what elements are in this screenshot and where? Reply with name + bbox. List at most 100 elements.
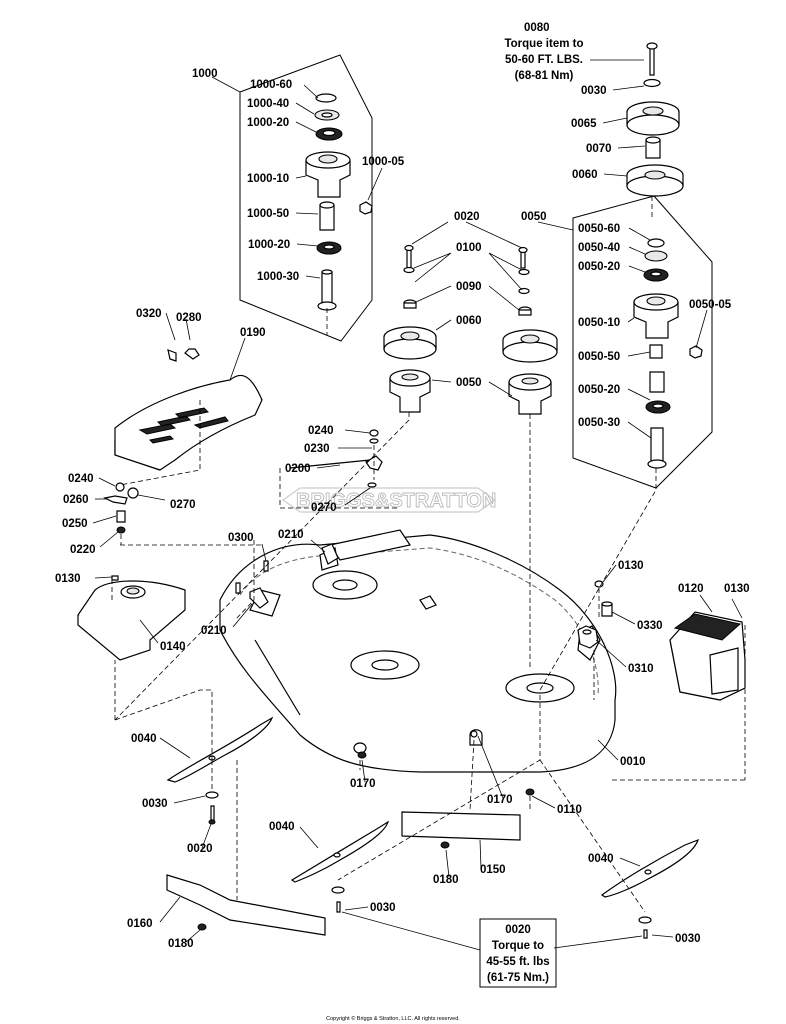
- label-0060-mid: 0060: [456, 315, 482, 327]
- label-0330: 0330: [637, 620, 663, 632]
- label-0020-top: 0020: [454, 211, 480, 223]
- label-0320: 0320: [136, 308, 162, 320]
- label-0050-50: 0050-50: [578, 351, 620, 363]
- label-0050-40: 0050-40: [578, 242, 620, 254]
- label-0170-mid: 0170: [487, 794, 513, 806]
- leader-lines: [92, 59, 743, 951]
- label-0030-mid: 0030: [370, 902, 396, 914]
- torque-note-0080-line3: (68-81 Nm): [515, 70, 574, 82]
- torque-note-0080-line1: Torque item to: [504, 38, 583, 50]
- label-1000-40: 1000-40: [247, 98, 289, 110]
- label-0300: 0300: [228, 532, 254, 544]
- label-0020-left: 0020: [187, 843, 213, 855]
- label-1000-30: 1000-30: [257, 271, 299, 283]
- label-0160: 0160: [127, 918, 153, 930]
- label-1000-50: 1000-50: [247, 208, 289, 220]
- torque-note-0080: Torque item to 50-60 FT. LBS. (68-81 Nm): [504, 38, 583, 82]
- spindle-housing-1000-10: [305, 159, 351, 198]
- blade-left: [166, 716, 274, 783]
- label-0240-left: 0240: [68, 473, 94, 485]
- belt-cover-0190: [114, 348, 263, 471]
- label-0280: 0280: [176, 312, 202, 324]
- label-0310: 0310: [628, 663, 654, 675]
- deck-housing-0010: [219, 529, 617, 773]
- label-0270-mid: 0270: [311, 502, 337, 514]
- blades-0040: [166, 716, 699, 898]
- label-0050-mid: 0050: [456, 377, 482, 389]
- baffles: [166, 811, 521, 936]
- torque-note-0020-line3: (61-75 Nm.): [487, 972, 549, 984]
- pulley-stack-right: [626, 42, 684, 218]
- label-0150: 0150: [480, 864, 506, 876]
- spindle-assembly-1000: [239, 54, 373, 342]
- label-0190: 0190: [240, 327, 266, 339]
- label-0210-top: 0210: [278, 529, 304, 541]
- label-1000-10: 1000-10: [247, 173, 289, 185]
- label-0200: 0200: [285, 463, 311, 475]
- label-0270-left: 0270: [170, 499, 196, 511]
- label-0220: 0220: [70, 544, 96, 556]
- bracket-hardware-right: [235, 543, 613, 649]
- torque-note-0020: 0020 Torque to 45-55 ft. lbs (61-75 Nm.): [479, 918, 557, 988]
- torque-note-0020-line2: 45-55 ft. lbs: [486, 956, 549, 968]
- label-0030-top: 0030: [581, 85, 607, 97]
- label-0250: 0250: [62, 518, 88, 530]
- label-1000-05: 1000-05: [362, 156, 405, 168]
- label-0130-left: 0130: [55, 573, 81, 585]
- label-0180-left: 0180: [168, 938, 194, 950]
- snap-ring-1000-60: [315, 93, 337, 103]
- watermark-text: BRIGGS&STRATTON: [296, 490, 496, 512]
- label-0050-05: 0050-05: [689, 299, 732, 311]
- label-0070: 0070: [586, 143, 612, 155]
- deflector-0140: [77, 575, 186, 661]
- discharge-chute-0120: [669, 611, 746, 780]
- baffle-0150: [401, 811, 521, 841]
- label-0180-mid: 0180: [433, 874, 459, 886]
- label-0170-left: 0170: [350, 778, 376, 790]
- label-0230: 0230: [304, 443, 330, 455]
- blade-right: [600, 838, 699, 898]
- torque-note-0020-line1: Torque to: [492, 940, 544, 952]
- spindle-shaft-1000-30: [321, 271, 333, 305]
- label-0130-mid: 0130: [618, 560, 644, 572]
- label-0050-10: 0050-10: [578, 317, 620, 329]
- label-0030-left: 0030: [142, 798, 168, 810]
- label-1000: 1000: [192, 68, 218, 80]
- label-0060-right: 0060: [572, 169, 598, 181]
- label-1000-20-b: 1000-20: [248, 239, 290, 251]
- label-1000-20-a: 1000-20: [247, 117, 289, 129]
- baffle-0160: [166, 874, 326, 936]
- label-0120: 0120: [678, 583, 704, 595]
- label-0050-top: 0050: [521, 211, 547, 223]
- label-0210-left: 0210: [201, 625, 227, 637]
- spindle-assembly-0050: [572, 195, 713, 489]
- briggs-stratton-watermark: BRIGGS&STRATTON: [281, 487, 497, 513]
- label-0040-right: 0040: [588, 853, 614, 865]
- torque-note-0080-line2: 50-60 FT. LBS.: [505, 54, 583, 66]
- label-0100: 0100: [456, 242, 482, 254]
- label-0240-mid: 0240: [308, 425, 334, 437]
- label-0010: 0010: [620, 756, 646, 768]
- label-0030-right: 0030: [675, 933, 701, 945]
- blade-middle: [290, 820, 390, 883]
- label-0090: 0090: [456, 281, 482, 293]
- label-0050-20-b: 0050-20: [578, 384, 620, 396]
- copyright-footer: Copyright © Briggs & Stratton, LLC. All …: [326, 1015, 460, 1022]
- label-0260: 0260: [63, 494, 89, 506]
- label-0040-left: 0040: [131, 733, 157, 745]
- label-0050-20-a: 0050-20: [578, 261, 620, 273]
- label-0110: 0110: [557, 804, 582, 816]
- idler-hardware-left: [103, 482, 139, 545]
- label-1000-60: 1000-60: [250, 79, 292, 91]
- label-0065: 0065: [571, 118, 597, 130]
- pulley-stack-middle: [383, 244, 558, 415]
- label-0050-30: 0050-30: [578, 417, 620, 429]
- assembly-lines: [111, 308, 745, 913]
- label-0040-mid: 0040: [269, 821, 295, 833]
- label-0140: 0140: [160, 641, 186, 653]
- part-labels: 0080 1000 1000-60 1000-40 1000-20 1000-0…: [55, 22, 750, 950]
- label-0050-60: 0050-60: [578, 223, 620, 235]
- label-0080: 0080: [524, 22, 550, 34]
- blade-hardware: [205, 730, 652, 939]
